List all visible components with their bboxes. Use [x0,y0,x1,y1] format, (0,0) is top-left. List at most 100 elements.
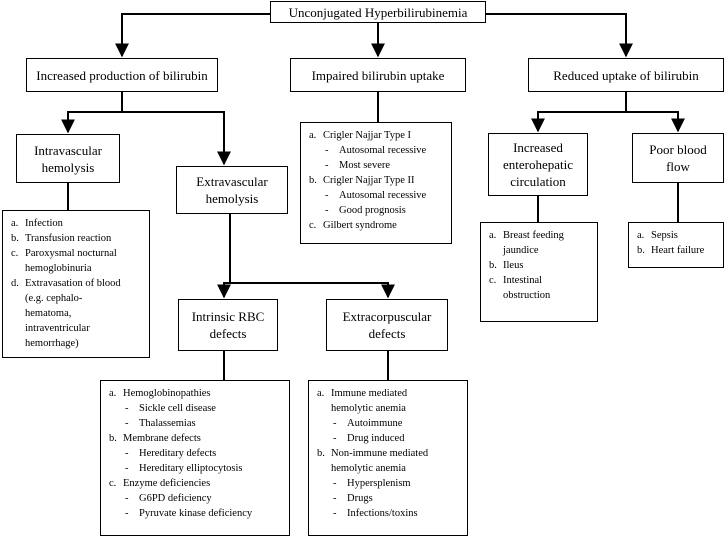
list-marker [11,336,25,351]
node-enterohepatic-line-1: Increased [513,140,563,155]
list-item: b.Transfusion reaction [11,231,143,246]
node-enterohepatic-line-2: enterohepatic [502,157,573,172]
list-item-text: Ileus [503,260,524,271]
list-item-text: Hypersplenism [347,478,411,489]
list-item-text: Sickle cell disease [139,403,216,414]
list-marker: b. [309,175,317,186]
node-enterohepatic-line-3: circulation [510,174,566,189]
sub-list-item: -Hypersplenism [317,476,461,491]
sub-list-item: -Autoimmune [317,416,461,431]
list-item: hemorrhage) [11,336,143,351]
list-item-text: Drug induced [347,433,405,444]
list-item-text: Intestinal [503,275,543,286]
list-marker: - [325,205,329,216]
list-item: hemolytic anemia [317,401,461,416]
edge-extravascular-to-intrinsic [217,214,231,299]
sub-list-item: -Autosomal recessive [309,143,445,158]
sub-list-item: -Infections/toxins [317,506,461,521]
list-marker: - [333,478,337,489]
list-item-text: Autosomal recessive [339,190,427,201]
list-enterohepatic-causes: a. Breast feeding jaundice b.Ileus c. Intesti… [480,222,598,322]
list-item: d.Extravasation of blood [11,276,143,291]
list-item-text: Hemoglobinopathies [123,388,211,399]
list-marker: - [125,448,129,459]
node-poor-blood-flow-line-2: flow [666,159,690,174]
list-item-text: Heart failure [651,245,705,256]
sub-list-item: -Good prognosis [309,203,445,218]
list-item: a.Immune mediated [317,386,461,401]
list-item: b. Membrane defects [109,431,283,446]
list-item-text: Most severe [339,160,391,171]
list-marker: - [325,145,329,156]
node-intrinsic-rbc-defects: Intrinsic RBC defects [178,299,278,351]
list-item-text: Crigler Najjar Type II [323,175,415,186]
list-item-text: Thalassemias [139,418,196,429]
node-reduced-uptake: Reduced uptake of bilirubin [528,58,724,92]
list-marker: b. [109,433,117,444]
list-marker: b. [637,245,645,256]
list-item-text: Crigler Najjar Type I [323,130,411,141]
list-item: a.Crigler Najjar Type I [309,128,445,143]
list-item-text: hematoma, [25,308,72,319]
list-item-text: Drugs [347,493,373,504]
sub-list-item: -Most severe [309,158,445,173]
node-extracorpuscular-line-1: Extracorpuscular [342,309,432,324]
list-marker: - [333,418,337,429]
list-item-text: Gilbert syndrome [323,220,397,231]
list-marker [489,288,503,303]
list-marker: c. [109,478,117,489]
list-item-text: jaundice [503,245,539,256]
list-item: b.Non-immune mediated [317,446,461,461]
list-marker: a. [317,388,325,399]
list-item: hematoma, [11,306,143,321]
list-marker: - [333,433,337,444]
node-intravascular-line-2: hemolysis [41,159,95,175]
list-item-text: Pyruvate kinase deficiency [139,508,253,519]
list-item-text: Good prognosis [339,205,406,216]
sub-list-item: -Hereditary defects [109,446,283,461]
node-poor-blood-flow: Poor blood flow [632,133,724,183]
node-extravascular-line-1: Extravascular [196,174,268,189]
list-marker [489,243,503,258]
list-item: a.Hemoglobinopathies [109,386,283,401]
list-marker: - [333,508,337,519]
list-item: b.Ileus [489,258,591,273]
list-impaired-uptake-causes: a.Crigler Najjar Type I-Autosomal recess… [300,122,452,244]
list-marker [317,461,331,476]
list-item: a. Breast feeding [489,228,591,243]
list-item: c.Enzyme deficiencies [109,476,283,491]
list-item-text: Extravasation of blood [25,278,121,289]
edge-increased-to-extravascular [122,111,231,166]
list-marker: c. [11,248,19,259]
list-item: (e.g. cephalo- [11,291,143,306]
sub-list-item: -Hereditary elliptocytosis [109,461,283,476]
node-enterohepatic-circulation: Increased enterohepatic circulation [488,133,588,196]
list-item-text: Transfusion reaction [25,233,112,244]
list-item: intraventricular [11,321,143,336]
node-intrinsic-rbc-line-2: defects [209,326,247,341]
sub-list-item: -Pyruvate kinase deficiency [109,506,283,521]
list-marker: - [125,463,129,474]
list-marker: - [125,493,129,504]
list-marker: a. [489,230,497,241]
node-extracorpuscular-line-2: defects [368,326,406,341]
node-intrinsic-rbc-line-1: Intrinsic RBC [191,309,265,324]
list-marker: c. [489,275,497,286]
list-item: b. Heart failure [637,243,717,258]
list-item-text: Hereditary elliptocytosis [139,463,243,474]
list-marker: - [125,418,129,429]
sub-list-item: -Autosomal recessive [309,188,445,203]
node-root: Unconjugated Hyperbilirubinemia [270,1,486,23]
list-item-text: Membrane defects [123,433,201,444]
list-item: c.Gilbert syndrome [309,218,445,233]
list-item: jaundice [489,243,591,258]
list-marker: - [333,493,337,504]
list-marker: - [125,403,129,414]
list-marker [11,321,25,336]
list-item-text: Breast feeding [503,230,564,241]
list-item: hemoglobinuria [11,261,143,276]
